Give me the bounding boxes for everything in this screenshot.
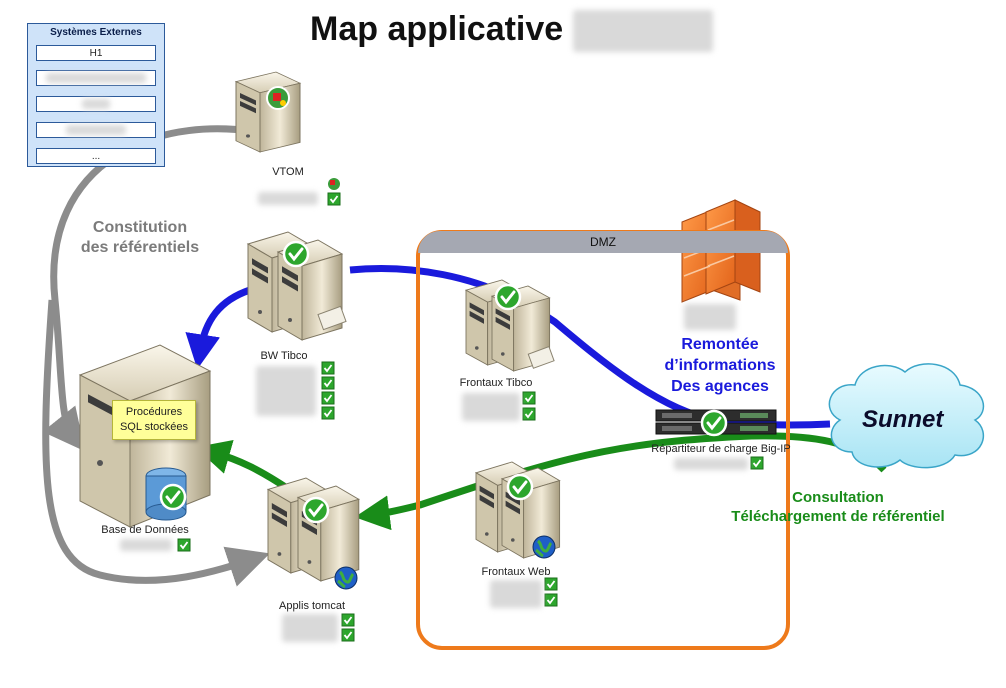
constitution-annotation: Constitution des référentiels xyxy=(80,219,200,256)
repartiteur-label: Répartiteur de charge Big-IP xyxy=(651,443,791,455)
mail-icon xyxy=(317,305,347,331)
tomcat-grey-arrow xyxy=(42,299,270,587)
vtom-redacted xyxy=(258,192,318,205)
applis-tomcat-server xyxy=(267,477,360,582)
external-system-item: H1 xyxy=(36,45,156,61)
sql-note: Procédures SQL stockées xyxy=(112,400,196,440)
vtom-status-check xyxy=(327,192,341,206)
tomcat-check-2 xyxy=(341,628,355,642)
frontaux-web-redacted xyxy=(490,580,542,608)
bw-check-2 xyxy=(321,376,335,390)
frontaux-tibco-label: Frontaux Tibco xyxy=(459,377,533,389)
constitution-arrow xyxy=(42,125,273,452)
sunnet-label: Sunnet xyxy=(862,406,944,433)
redacted-title xyxy=(572,10,713,53)
database-label: Base de Données xyxy=(101,524,189,536)
remontee-annotation: Remontée d’informations Des agences xyxy=(664,336,776,395)
bw-check-1 xyxy=(321,361,335,375)
frontaux-tibco-redacted xyxy=(462,393,520,421)
page-title: Map applicative xyxy=(310,10,713,53)
external-system-item xyxy=(36,70,156,86)
consultation-annotation: Consultation Téléchargement de référenti… xyxy=(731,489,945,525)
dmz-label: DMZ xyxy=(418,231,788,253)
database-redacted xyxy=(120,539,172,551)
blue-flow-arrow xyxy=(185,286,252,370)
vtom-label: VTOM xyxy=(272,166,304,178)
vtom-server xyxy=(235,71,301,153)
tomcat-check-icon xyxy=(302,496,330,524)
bw-tibco-check-icon xyxy=(282,240,310,268)
repartiteur-redacted xyxy=(674,458,748,470)
external-system-item xyxy=(36,96,156,112)
sunnet-cloud xyxy=(828,363,985,469)
tomcat-check-1 xyxy=(341,613,355,627)
applis-tomcat-redacted xyxy=(282,614,338,642)
external-systems-title: Systèmes Externes xyxy=(50,27,142,38)
external-system-item xyxy=(36,122,156,138)
tomcat-globe-icon xyxy=(333,565,359,591)
dmz-zone xyxy=(416,230,790,650)
db-check xyxy=(177,538,191,552)
bw-tibco-redacted xyxy=(256,366,316,416)
green-flow-db-arrow xyxy=(195,439,292,493)
bw-check-4 xyxy=(321,406,335,420)
external-system-item: ... xyxy=(36,148,156,164)
database-check-icon xyxy=(159,483,187,511)
bw-tibco-label: BW Tibco xyxy=(260,350,308,362)
frontaux-web-label: Frontaux Web xyxy=(481,566,551,578)
firewall-redacted xyxy=(684,304,736,330)
external-systems-box: Systèmes Externes H1 ... xyxy=(27,23,165,167)
bw-check-3 xyxy=(321,391,335,405)
vtom-status-icon xyxy=(266,86,290,110)
mail-icon-2 xyxy=(527,346,555,369)
vtom-small-icon xyxy=(328,178,340,190)
applis-tomcat-label: Applis tomcat xyxy=(278,600,346,612)
